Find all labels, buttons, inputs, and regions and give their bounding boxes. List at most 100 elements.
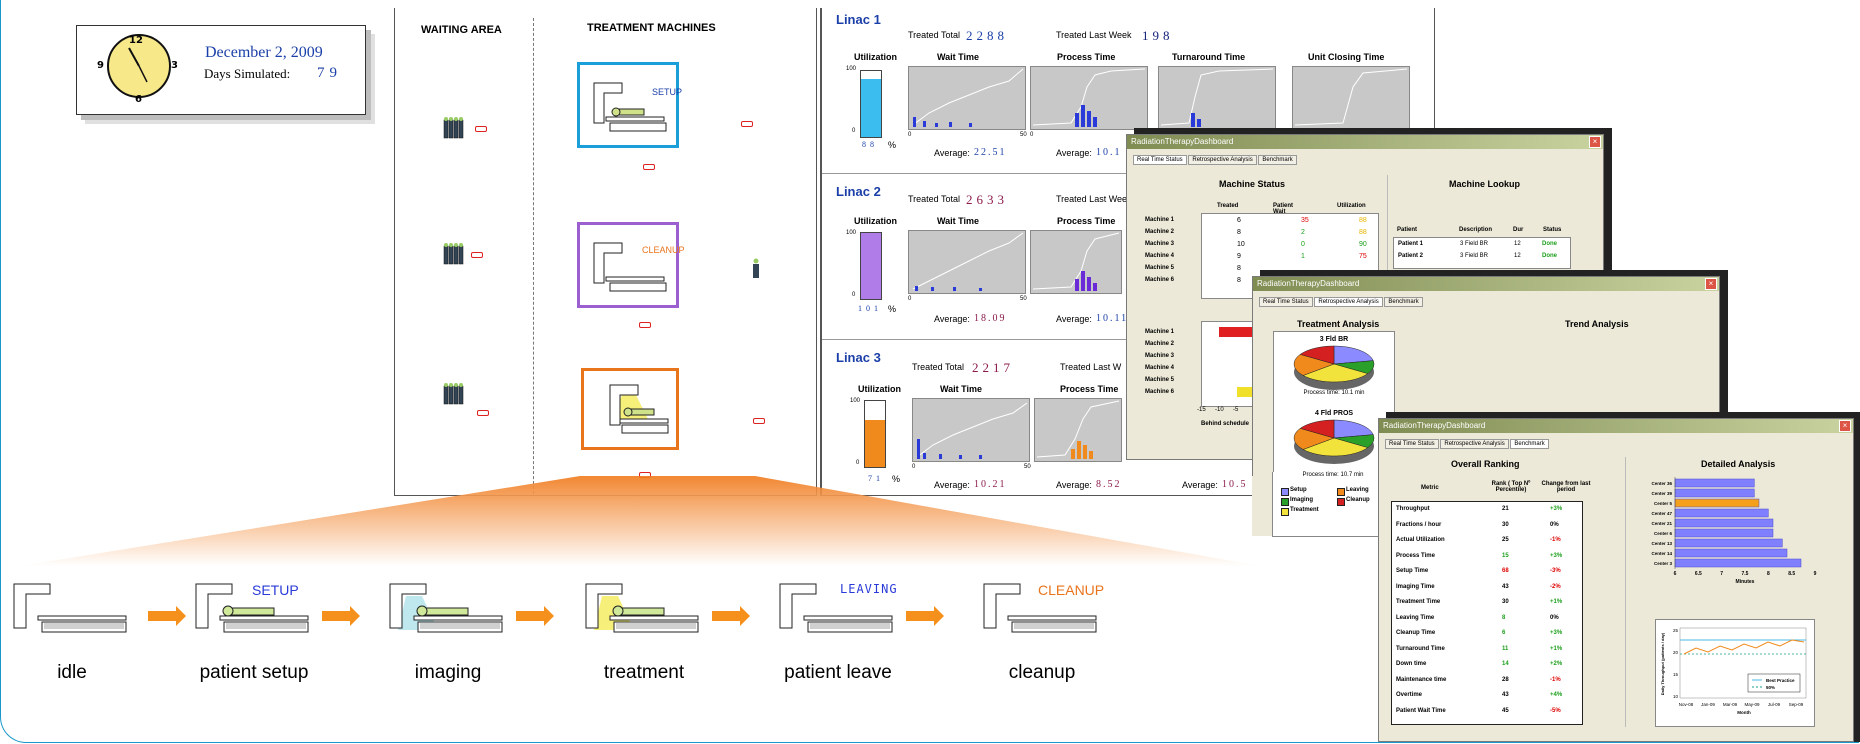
machine-name: Machine 3 (1145, 241, 1175, 247)
metric-change: +1% (1550, 645, 1563, 652)
arrow-shape (712, 606, 750, 626)
bar-tick: 6.5 (1695, 571, 1702, 577)
metric-change: -5% (1550, 707, 1561, 714)
trend-xlabel: Month (1737, 710, 1751, 715)
machine-box-setup[interactable]: SETUP (577, 62, 682, 148)
machine-box-cleanup[interactable]: CLEANUP (577, 222, 685, 308)
tab-retrospective-analysis[interactable]: Retrospective Analysis (1188, 155, 1257, 165)
pie-slice (1302, 363, 1369, 383)
tab-real-time-status[interactable]: Real Time Status (1133, 155, 1187, 165)
center-bar (1674, 548, 1788, 558)
tab-bar: Real Time Status Retrospective Analysis … (1259, 297, 1423, 307)
tab-retrospective-analysis[interactable]: Retrospective Analysis (1314, 297, 1383, 307)
legend-swatch (1281, 488, 1289, 496)
schedule-machine: Machine 1 (1145, 329, 1175, 335)
close-icon[interactable]: × (1589, 136, 1601, 148)
machine-box-treatment[interactable] (581, 368, 679, 450)
window-titlebar[interactable]: RadiationTherapyDashboard (1127, 135, 1603, 149)
schedule-tick: -10 (1215, 407, 1224, 413)
trend-xtick: Mar-09 (1723, 702, 1738, 707)
window-titlebar[interactable]: RadiationTherapyDashboard (1379, 419, 1853, 433)
waiting-patients-icon (443, 242, 465, 271)
linac-icon (389, 583, 503, 633)
queue-marker (753, 418, 765, 424)
workflow-step (982, 580, 1107, 650)
utilization: 88 (1359, 229, 1367, 236)
machine-name: Machine 2 (1145, 229, 1175, 235)
process-time-histogram (1030, 230, 1122, 294)
metric-name: Treatment Time (1396, 599, 1441, 605)
metric-rank: 43 (1502, 692, 1509, 698)
treated-count: 10 (1237, 241, 1245, 248)
gauge-min: 0 (852, 128, 856, 134)
legend-label: Leaving (1346, 487, 1369, 493)
metric-name: Overtime (1396, 692, 1423, 698)
gantry (983, 583, 1021, 629)
metric-rank: 30 (1502, 599, 1509, 605)
pie2-caption: Process time: 10.7 min (1302, 472, 1364, 478)
bar-tick: 8.5 (1788, 571, 1795, 577)
arrow-right-icon (322, 606, 360, 626)
waiting-patients-icon (443, 382, 465, 411)
window-titlebar[interactable]: RadiationTherapyDashboard (1253, 277, 1719, 291)
utilization: 75 (1359, 253, 1367, 260)
tab-retrospective-analysis[interactable]: Retrospective Analysis (1440, 439, 1509, 449)
couch-base (1011, 621, 1097, 633)
process-time-histogram (1030, 66, 1148, 130)
schedule-machine: Machine 4 (1145, 365, 1175, 371)
average-label: Average: (1056, 148, 1092, 158)
x-min: 0 (908, 296, 912, 302)
trend-xtick: Jul-09 (1768, 702, 1781, 707)
days-simulated-value: 79 (317, 65, 342, 81)
tab-benchmark[interactable]: Benchmark (1384, 297, 1423, 307)
metric-name: Cleanup Time (1396, 630, 1436, 636)
metric-name: Down time (1396, 661, 1427, 667)
behind-bar-red (1219, 327, 1259, 337)
center-label: Center 13 (1651, 541, 1672, 546)
treated-count: 8 (1237, 229, 1241, 236)
pie-chart-3fld (1293, 345, 1375, 390)
tab-real-time-status[interactable]: Real Time Status (1259, 297, 1313, 307)
wait-time-histogram (908, 230, 1026, 294)
metric-name: Patient Wait Time (1396, 707, 1446, 714)
gantry (779, 583, 817, 629)
utilization-label: Utilization (858, 384, 901, 394)
metric-change: +3% (1550, 630, 1563, 636)
linac-icon (593, 82, 667, 132)
linac-section: Linac 2 Treated Total 2633 Treated Last … (822, 174, 1434, 340)
pct-sign: % (892, 474, 901, 484)
legend-swatch (1337, 488, 1345, 496)
patient-wait: 2 (1301, 229, 1305, 236)
legend-median: 50% (1766, 685, 1775, 690)
utilization: 88 (1359, 217, 1367, 224)
treated-count: 8 (1237, 265, 1241, 272)
tab-real-time-status[interactable]: Real Time Status (1385, 439, 1439, 449)
treated-total-label: Treated Total (908, 30, 961, 40)
patient-wait: 0 (1301, 241, 1305, 248)
clock-three: 3 (171, 60, 178, 71)
trend-ytick: 20 (1673, 650, 1679, 655)
clock-icon: 12 3 6 9 (97, 34, 178, 105)
wait-time-label: Wait Time (937, 52, 980, 62)
close-icon[interactable]: × (1839, 420, 1851, 432)
close-icon[interactable]: × (1705, 278, 1717, 290)
lookup-duration: 12 (1514, 253, 1521, 259)
trend-ytick: 15 (1673, 672, 1679, 677)
gauge-max: 100 (850, 398, 861, 404)
tab-benchmark[interactable]: Benchmark (1258, 155, 1297, 165)
machine-name: Machine 4 (1145, 253, 1175, 259)
tab-benchmark[interactable]: Benchmark (1510, 439, 1549, 449)
center-label: Center 39 (1651, 491, 1672, 496)
linac-name: Linac 1 (836, 12, 881, 27)
treated-total-value: 2288 (966, 28, 1008, 43)
step-label: idle (57, 662, 87, 683)
schedule-tick: -15 (1197, 407, 1206, 413)
metric-change: -2% (1550, 583, 1561, 590)
overall-ranking-title: Overall Ranking (1451, 459, 1520, 469)
simulation-date: December 2, 2009 (205, 44, 323, 61)
linac-section: Linac 1 Treated Total 2288 Treated Last … (822, 8, 1434, 174)
utilization-gauge (864, 400, 886, 468)
linac-name: Linac 3 (836, 350, 881, 365)
